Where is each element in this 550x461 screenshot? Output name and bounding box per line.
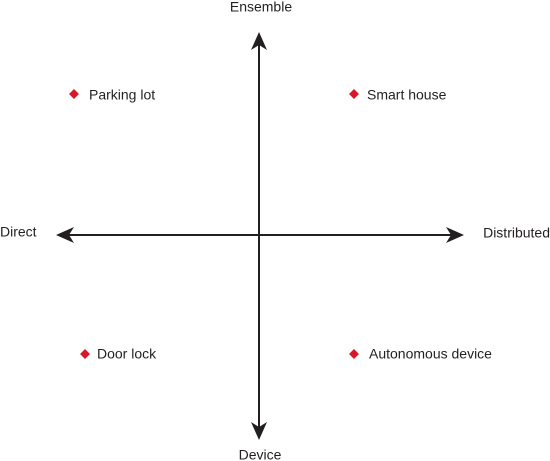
quadrant-item-label: Autonomous device [369,346,492,362]
arrow-down-icon [251,422,267,440]
axis-label-top: Ensemble [230,0,292,15]
arrow-right-icon [446,227,464,243]
quadrant-item-door-lock: Door lock [80,346,157,362]
quadrant-item-label: Parking lot [89,87,155,103]
diamond-marker-icon [69,89,79,99]
quadrant-item-label: Smart house [367,87,447,103]
quadrant-item-label: Door lock [97,346,157,362]
quadrant-item-parking-lot: Parking lot [69,87,155,103]
axis-label-right: Distributed [483,225,550,241]
arrow-left-icon [56,227,74,243]
axis-label-bottom: Device [239,447,282,461]
diamond-marker-icon [80,349,90,359]
quadrant-item-autonomous-device: Autonomous device [349,346,492,362]
diamond-marker-icon [349,89,359,99]
arrow-up-icon [251,32,267,50]
quadrant-item-smart-house: Smart house [349,87,447,103]
diamond-marker-icon [349,349,359,359]
axis-label-left: Direct [0,224,37,240]
